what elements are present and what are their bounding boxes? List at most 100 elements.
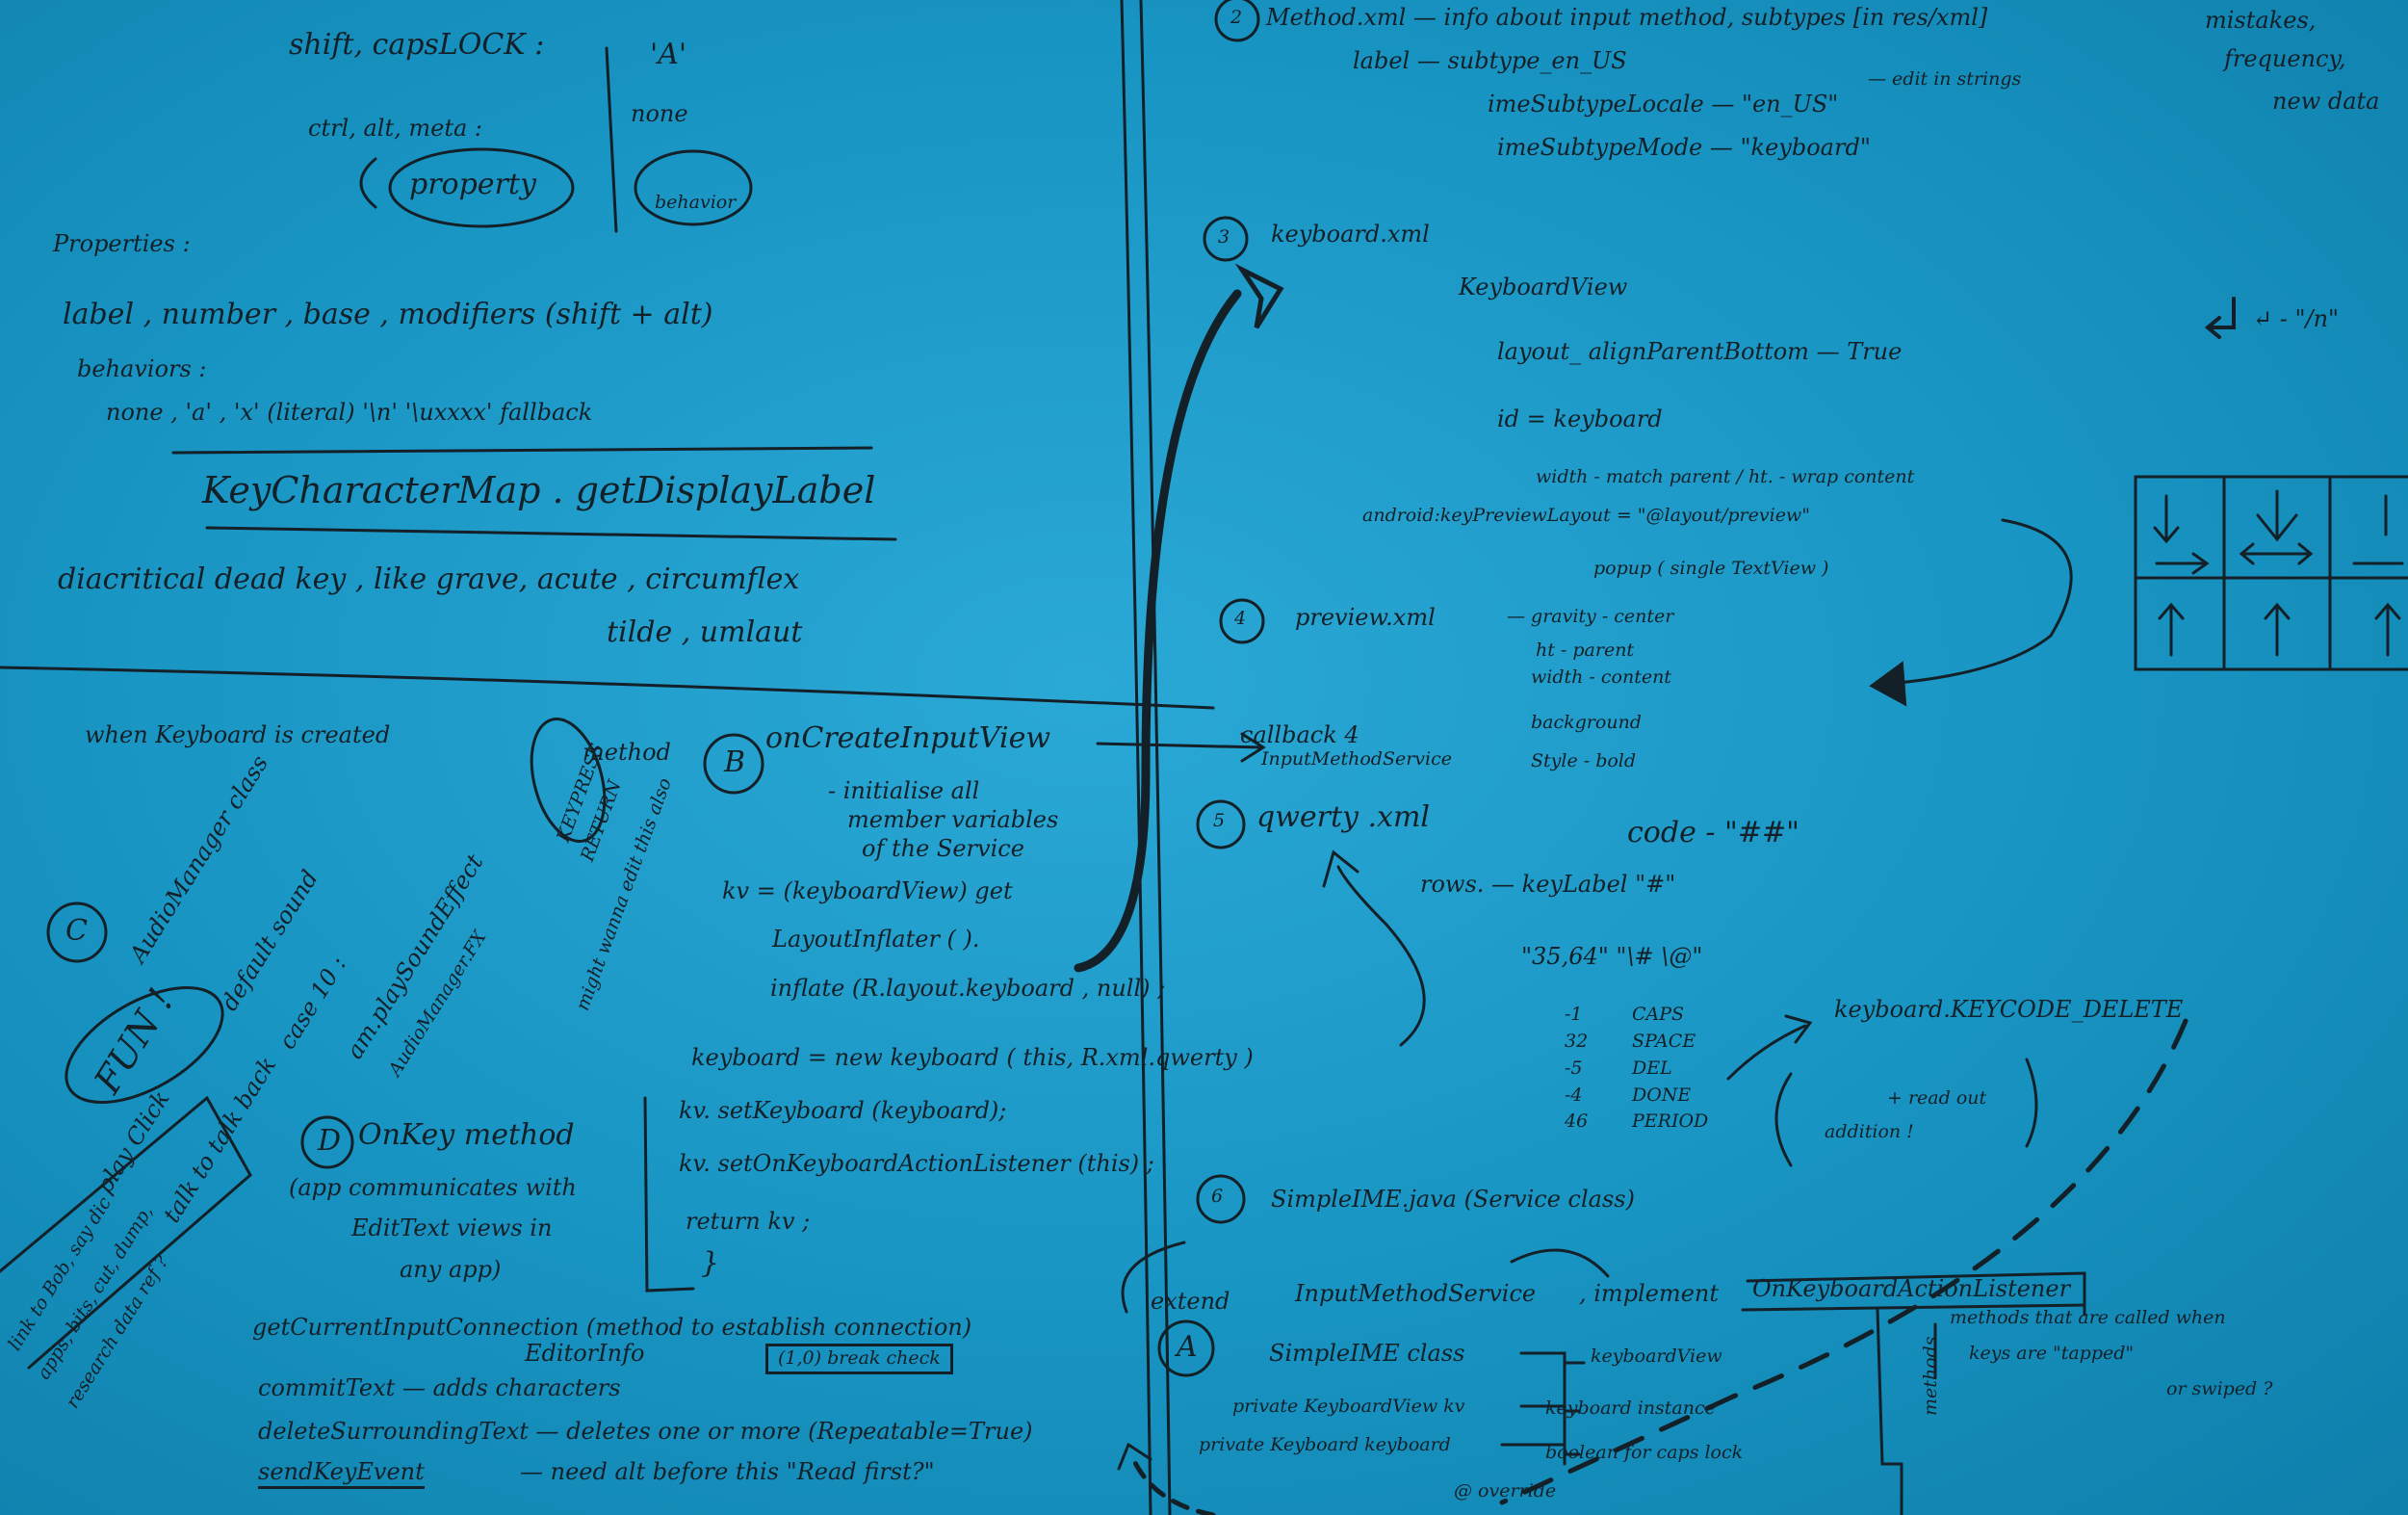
method-label: method <box>583 739 671 766</box>
properties-heading: Properties : <box>53 230 191 257</box>
private-kv: private KeyboardView kv <box>1232 1396 1465 1417</box>
width-match-parent: width - match parent / ht. - wrap conten… <box>1536 466 1915 487</box>
corner-note-2: frequency, <box>2224 45 2346 72</box>
divider-vertical-2 <box>1139 0 1172 1515</box>
number-6: 6 <box>1211 1186 1224 1207</box>
keyboard-new: keyboard = new keyboard ( this, R.xml.qw… <box>691 1044 1254 1071</box>
keycode-delete: keyboard.KEYCODE_DELETE <box>1834 996 2184 1023</box>
rows-key-label: rows. — keyLabel "#" <box>1420 871 1676 898</box>
ime-subtype-mode: imeSubtypeMode — "keyboard" <box>1497 134 1871 161</box>
behavior-label: behavior <box>655 192 737 213</box>
ctrl-alt-value: none <box>631 100 688 127</box>
init-1: - initialise all <box>828 777 980 804</box>
editor-info: EditorInfo <box>525 1340 645 1367</box>
onkey-desc-1: (app communicates with <box>289 1174 577 1201</box>
arrow-inflate-keyboard <box>1074 289 1242 973</box>
simple-ime-java: SimpleIME.java (Service class) <box>1271 1186 1635 1213</box>
id-keyboard: id = keyboard <box>1497 405 1663 432</box>
circle-d-label: D <box>318 1124 342 1158</box>
divider-vertical-1 <box>1120 0 1152 1515</box>
code-label: code - "##" <box>1627 816 1800 849</box>
properties-list: label , number , base , modifiers (shift… <box>63 298 713 331</box>
init-3: of the Service <box>862 835 1024 862</box>
commit-text: commitText — adds characters <box>258 1374 621 1401</box>
behaviors-list: none , 'a' , 'x' (literal) '\n' '\uxxxx'… <box>106 399 593 426</box>
keyboard-instance: keyboard instance <box>1545 1397 1716 1419</box>
set-listener: kv. setOnKeyboardActionListener (this) ; <box>679 1150 1154 1177</box>
locale-note: — edit in strings <box>1868 68 2022 90</box>
preview-xml: preview.xml <box>1295 604 1436 631</box>
send-key-note: — need alt before this "Read first?" <box>520 1458 935 1485</box>
boolean-caps-lock: boolean for caps lock <box>1545 1442 1744 1463</box>
on-keyboard-action-listener: OnKeyboardActionListener <box>1752 1275 2071 1302</box>
shift-caps-label: shift, capsLOCK : <box>289 28 545 62</box>
kv-get: kv = (keyboardView) get <box>722 877 1013 904</box>
ime-subtype-locale: imeSubtypeLocale — "en_US" <box>1488 91 1839 118</box>
number-5: 5 <box>1213 810 1226 831</box>
keyboard-view: KeyboardView <box>1459 274 1628 300</box>
corner-note-3: new data <box>2272 88 2380 115</box>
simple-ime-class: SimpleIME class <box>1269 1340 1465 1367</box>
number-3: 3 <box>1218 226 1230 248</box>
input-method-service: InputMethodService <box>1295 1280 1537 1307</box>
methods-called-2: keys are "tapped" <box>1969 1343 2135 1364</box>
shift-caps-value: 'A' <box>650 38 687 71</box>
callback-label: callback 4 <box>1240 721 1359 748</box>
width-content: width - content <box>1531 666 1671 688</box>
corner-note-1: mistakes, <box>2205 7 2317 34</box>
key-character-map: KeyCharacterMap . getDisplayLabel <box>202 469 876 511</box>
divider-horizontal <box>0 666 1215 710</box>
number-4: 4 <box>1234 608 1247 629</box>
codes-example: "35,64" "\# \@" <box>1521 943 1703 970</box>
on-create-input-view: onCreateInputView <box>765 721 1051 755</box>
break-check: (1,0) break check <box>765 1344 953 1374</box>
send-key-event: sendKeyEvent <box>258 1458 425 1489</box>
circle-c <box>46 901 108 963</box>
addition-note: addition ! <box>1825 1121 1914 1142</box>
read-out: + read out <box>1887 1087 1987 1109</box>
keyboard-xml: keyboard.xml <box>1271 221 1430 248</box>
qwerty-xml: qwerty .xml <box>1256 800 1431 834</box>
dashed-line <box>1730 1018 2188 1399</box>
circle-b-label: B <box>724 745 746 779</box>
onkey-desc-3: any app) <box>400 1256 502 1283</box>
diacritical-line-2: tilde , umlaut <box>607 615 803 649</box>
ctrl-alt-label: ctrl, alt, meta : <box>308 115 483 142</box>
when-keyboard-created: when Keyboard is created <box>85 721 391 748</box>
extend-label: extend <box>1151 1288 1230 1315</box>
circle-c-label: C <box>65 914 88 948</box>
behavior-ellipse <box>634 149 753 226</box>
number-2: 2 <box>1230 7 1243 28</box>
key-preview-layout: android:keyPreviewLayout = "@layout/prev… <box>1362 505 1810 526</box>
methods-called-3: or swiped ? <box>2166 1378 2273 1399</box>
layout-align-parent-bottom: layout_ alignParentBottom — True <box>1497 338 1903 365</box>
onkey-desc-2: EditText views in <box>351 1215 553 1241</box>
init-2: member variables <box>847 806 1059 833</box>
override-annotation: @ override <box>1454 1480 1557 1502</box>
circle-a-label: A <box>1177 1330 1198 1364</box>
property-label: property <box>409 168 536 201</box>
diagram-box <box>2134 475 2408 671</box>
label-subtype: label — subtype_en_US <box>1353 47 1627 74</box>
methods-called-1: methods that are called when <box>1950 1307 2226 1328</box>
delete-surrounding-text: deleteSurroundingText — deletes one or m… <box>258 1418 1033 1445</box>
keypress-ellipse <box>530 718 607 843</box>
circle-d <box>300 1115 354 1169</box>
implement-label: , implement <box>1579 1280 1719 1307</box>
onkey-method: OnKey method <box>358 1118 575 1152</box>
circle-b <box>703 733 764 795</box>
behaviors-heading: behaviors : <box>77 355 207 382</box>
set-keyboard: kv. setKeyboard (keyboard); <box>679 1097 1007 1124</box>
method-xml: Method.xml — info about input method, su… <box>1266 4 1988 31</box>
layout-inflater: LayoutInflater ( ). <box>772 926 980 953</box>
closing-brace: } <box>701 1246 720 1280</box>
return-kv: return kv ; <box>686 1208 811 1235</box>
diacritical-line: diacritical dead key , like grave, acute… <box>58 562 800 596</box>
